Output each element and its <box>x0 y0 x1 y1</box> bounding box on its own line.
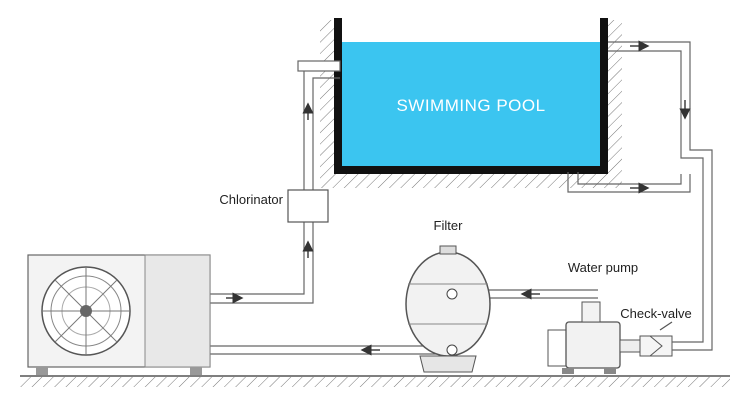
filter: Filter <box>405 218 491 373</box>
fan-icon <box>41 266 131 356</box>
water-pump: Water pump <box>547 260 638 374</box>
heat-pump-unit <box>27 254 211 375</box>
check-valve: Check-valve <box>619 306 692 357</box>
valve-icon <box>639 321 673 357</box>
water-pump-label: Water pump <box>568 260 638 275</box>
pool-earth <box>320 20 622 188</box>
hatch-ground-icon <box>20 377 730 387</box>
pipes <box>210 41 713 355</box>
pool-label: SWIMMING POOL <box>396 96 545 115</box>
check-valve-label: Check-valve <box>620 306 692 321</box>
filter-label: Filter <box>434 218 464 233</box>
pool-water <box>340 42 602 166</box>
chlorinator-label: Chlorinator <box>219 192 283 207</box>
chlorinator: Chlorinator <box>219 189 329 223</box>
swimming-pool: SWIMMING POOL <box>334 18 608 174</box>
ground <box>20 375 730 387</box>
flow-arrows <box>226 40 691 356</box>
